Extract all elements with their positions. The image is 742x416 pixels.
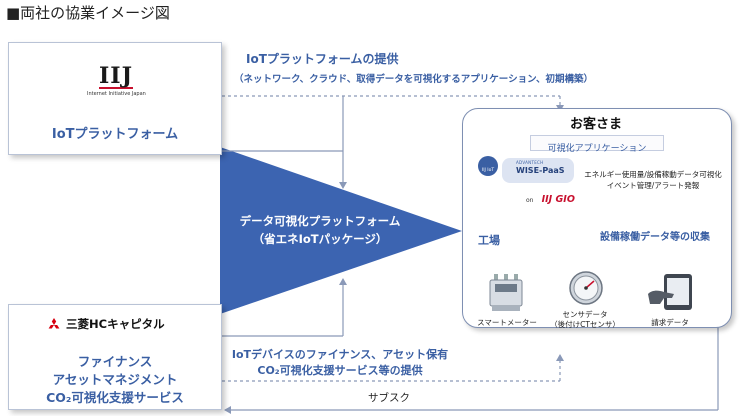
on-label: on — [526, 197, 534, 204]
iij-logo-mark: IIJ — [99, 63, 133, 89]
customer-title: お客さま — [569, 117, 622, 132]
mitsubishi-diamonds-icon — [48, 317, 60, 328]
wise-paas-banner: ADVANTECH WISE-PaaS — [502, 158, 574, 183]
device-label-sensor: センサデータ — [562, 310, 608, 319]
top-flow-detail: （ネットワーク、クラウド、取得データを可視化するアプリケーション、初期構築） — [234, 74, 594, 85]
device-label-smart-meter: スマートメーター — [477, 318, 537, 327]
mitsubishi-logo-text: 三菱HCキャピタル — [66, 317, 165, 331]
platform-label-1: データ可視化プラットフォーム — [239, 214, 401, 228]
on-iij-gio: on IIJ GIO — [526, 187, 575, 206]
platform-label-2: （省エネIoTパッケージ） — [252, 232, 388, 246]
iij-logo-subtext: Internet Initiative Japan — [87, 91, 146, 97]
wise-paas-label: WISE-PaaS — [516, 166, 565, 175]
top-flow-title: IoTプラットフォームの提供 — [246, 52, 399, 66]
iij-logo: IIJ Internet Initiative Japan — [87, 63, 146, 97]
mitsubishi-box: 三菱HCキャピタル ファイナンス アセットマネジメント CO₂可視化支援サービス — [8, 304, 222, 410]
advantech-label: ADVANTECH — [516, 160, 544, 165]
mitsubishi-service-co2: CO₂可視化支援サービス — [46, 390, 184, 405]
collect-label: 設備稼働データ等の収集 — [600, 232, 710, 243]
app-label: 可視化アプリケーション — [547, 144, 647, 154]
sensor-icon — [569, 271, 603, 305]
iij-iot-badge-text: IIJ IoT — [481, 168, 495, 173]
app-desc-1: エネルギー使用量/設備稼動データ可視化 — [584, 170, 722, 179]
device-label-billing: 請求データ — [651, 318, 689, 327]
factory-label: 工場 — [478, 234, 500, 247]
tablet-icon — [648, 274, 692, 310]
app-desc-2: イベント管理/アラート発報 — [606, 181, 700, 190]
iij-platform-label: IoTプラットフォーム — [51, 127, 179, 142]
iij-iot-badge: IIJ IoT — [478, 156, 498, 176]
subscription-label: サブスク — [368, 392, 410, 404]
platform-triangle — [220, 147, 462, 314]
wise-paas-logo: IIJ IoT ADVANTECH WISE-PaaS on IIJ GIO — [478, 154, 578, 205]
bottom-flow-line1: IoTデバイスのファイナンス、アセット保有 — [231, 348, 449, 361]
mitsubishi-service-finance: ファイナンス — [77, 354, 153, 369]
bottom-flow-line2: CO₂可視化支援サービス等の提供 — [257, 364, 423, 377]
mitsubishi-service-asset: アセットマネジメント — [52, 372, 178, 387]
mitsubishi-logo: 三菱HCキャピタル — [47, 316, 165, 332]
app-label-box: 可視化アプリケーション — [530, 135, 664, 154]
page-title: ■両社の協業イメージ図 — [6, 4, 170, 22]
smart-meter-icon — [489, 274, 523, 311]
iij-box: IIJ Internet Initiative Japan IoTプラットフォー… — [8, 42, 222, 155]
iij-gio-label: IIJ GIO — [541, 194, 575, 205]
device-sublabel-sensor: （後付けCTセンサ） — [550, 320, 620, 329]
